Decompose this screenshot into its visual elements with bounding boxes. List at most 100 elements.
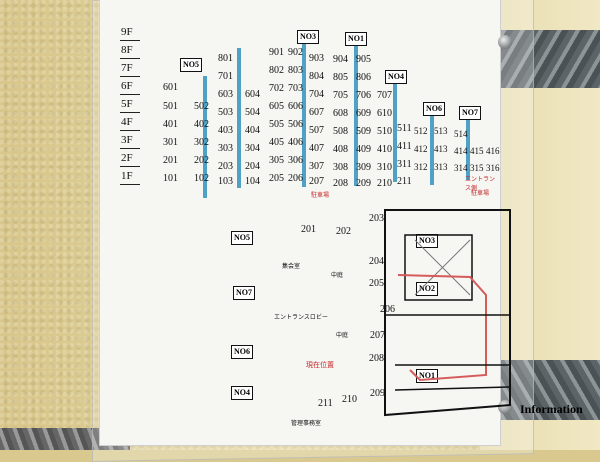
room-number: 512 <box>414 126 428 136</box>
room-number: 306 <box>288 155 303 166</box>
bolt-icon <box>498 35 512 49</box>
floor-2f: 2F <box>121 152 133 164</box>
floor-line <box>120 94 140 95</box>
room-number: 406 <box>288 137 303 148</box>
room-number: 312 <box>414 162 428 172</box>
room-number: 416 <box>486 146 500 156</box>
room-number: 805 <box>333 72 348 83</box>
room-number: 208 <box>333 178 348 189</box>
entrance-note: エントランス側 <box>465 177 496 192</box>
floor-line <box>120 40 140 41</box>
bolt-icon <box>498 400 512 414</box>
current-location-label: 現在位置 <box>306 361 334 369</box>
elevator-shaft-7 <box>466 118 470 180</box>
room-number: 415 <box>470 146 484 156</box>
room-number: 103 <box>218 176 233 187</box>
hall-label: 集会室 <box>282 264 301 270</box>
room-number: 307 <box>309 161 324 172</box>
room-number: 304 <box>245 143 260 154</box>
plan-room: 201 <box>301 224 316 235</box>
room-number: 601 <box>163 82 178 93</box>
room-number: 303 <box>218 143 233 154</box>
room-number: 903 <box>309 53 324 64</box>
room-number: 308 <box>333 162 348 173</box>
room-number: 205 <box>269 173 284 184</box>
route-path <box>397 274 487 382</box>
elevator-shaft-1a <box>302 42 306 187</box>
room-number: 412 <box>414 144 428 154</box>
room-number: 402 <box>194 119 209 130</box>
elevator-tag-1: NO1 <box>345 32 367 46</box>
room-number: 102 <box>194 173 209 184</box>
building-directory-sign: 9F 8F 7F 6F 5F 4F 3F 2F 1F NO5 NO3 NO1 N… <box>100 0 583 445</box>
room-number: 405 <box>269 137 284 148</box>
room-number: 706 <box>356 90 371 101</box>
room-number: 902 <box>288 47 303 58</box>
room-number: 505 <box>269 119 284 130</box>
room-number: 207 <box>309 176 324 187</box>
room-number: 302 <box>194 137 209 148</box>
plan-elevator-tag-2: NO2 <box>416 282 438 296</box>
office-label: 管理事務室 <box>291 421 322 427</box>
center-label: 中庭 <box>336 333 349 339</box>
floor-plan-map <box>384 209 511 417</box>
room-number: 311 <box>397 159 412 170</box>
room-number: 314 <box>454 163 468 173</box>
room-number: 701 <box>218 71 233 82</box>
plan-room: 202 <box>336 226 351 237</box>
room-number: 514 <box>454 129 468 139</box>
plan-elevator-tag-7: NO7 <box>233 286 255 300</box>
floor-line <box>120 184 140 185</box>
plan-room: 207 <box>370 330 385 341</box>
room-number: 503 <box>218 107 233 118</box>
room-number: 210 <box>377 178 392 189</box>
courtyard <box>404 234 473 301</box>
room-number: 411 <box>397 141 412 152</box>
room-number: 316 <box>486 163 500 173</box>
elevator-tag-3: NO3 <box>297 30 319 44</box>
courtyard-cross <box>414 239 471 296</box>
room-number: 410 <box>377 144 392 155</box>
floor-line <box>120 148 140 149</box>
room-number: 408 <box>333 144 348 155</box>
room-number: 603 <box>218 89 233 100</box>
plan-room: 209 <box>370 388 385 399</box>
floor-7f: 7F <box>121 62 133 74</box>
room-number: 309 <box>356 162 371 173</box>
floor-3f: 3F <box>121 134 133 146</box>
plan-room: 211 <box>318 398 333 409</box>
room-number: 206 <box>288 173 303 184</box>
room-number: 202 <box>194 155 209 166</box>
room-number: 803 <box>288 65 303 76</box>
elevator-shaft-4 <box>393 82 397 182</box>
floor-1f: 1F <box>121 170 133 182</box>
room-number: 604 <box>245 89 260 100</box>
room-number: 511 <box>397 123 412 134</box>
floor-line <box>120 130 140 131</box>
plan-elevator-tag-6: NO6 <box>231 345 253 359</box>
elevator-tag-5: NO5 <box>180 58 202 72</box>
room-number: 506 <box>288 119 303 130</box>
room-number: 806 <box>356 72 371 83</box>
room-number: 704 <box>309 89 324 100</box>
lobby-label: エントランスロビー <box>274 315 328 321</box>
room-number: 509 <box>356 126 371 137</box>
room-number: 310 <box>377 162 392 173</box>
plan-room: 203 <box>369 213 384 224</box>
floor-line <box>120 166 140 167</box>
elevator-tag-7: NO7 <box>459 106 481 120</box>
plan-outline <box>384 209 511 417</box>
room-number: 501 <box>163 101 178 112</box>
room-number: 804 <box>309 71 324 82</box>
marble-trim-top <box>495 30 600 88</box>
room-number: 201 <box>163 155 178 166</box>
elevator-shaft-6 <box>430 115 434 185</box>
room-number: 204 <box>245 161 260 172</box>
room-number: 703 <box>288 83 303 94</box>
room-number: 409 <box>356 144 371 155</box>
room-number: 104 <box>245 176 260 187</box>
plan-elevator-tag-5: NO5 <box>231 231 253 245</box>
room-number: 705 <box>333 90 348 101</box>
room-number: 802 <box>269 65 284 76</box>
floor-4f: 4F <box>121 116 133 128</box>
